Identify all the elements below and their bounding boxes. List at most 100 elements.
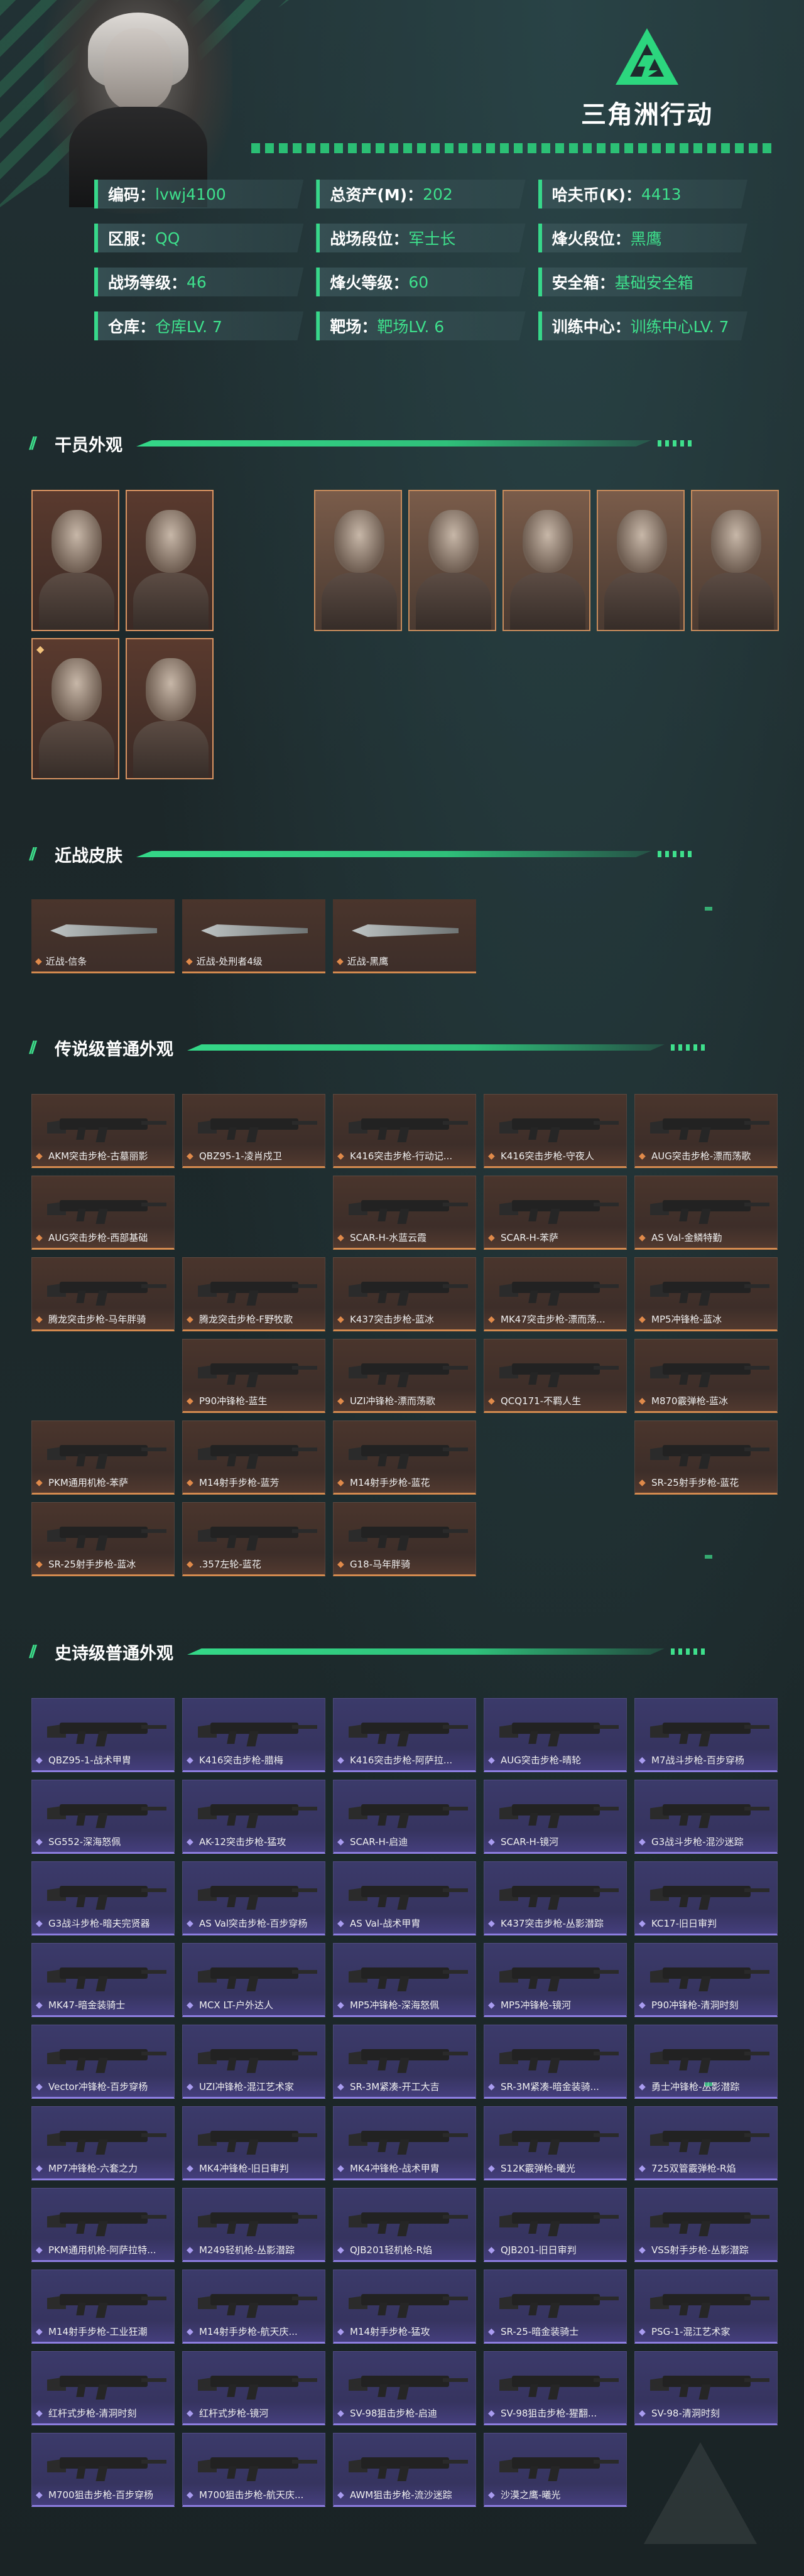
melee-skin-label: 近战-信条 <box>45 956 87 967</box>
weapon-skin-card[interactable]: ◆红杆式步枪-清洞时刻 <box>31 2351 175 2425</box>
weapon-skin-card[interactable]: ◆M14射手步枪-猛攻 <box>333 2270 476 2344</box>
weapon-skin-card[interactable]: ◆PKM通用机枪-阿萨拉特... <box>31 2188 175 2262</box>
weapon-skin-card[interactable]: ◆SR-3M紧凑-暗金装骑... <box>484 2025 627 2099</box>
weapon-skin-card[interactable]: ◆MK4冲锋枪-旧日审判 <box>182 2106 325 2180</box>
weapon-skin-card[interactable]: ◆K416突击步枪-阿萨拉... <box>333 1698 476 1772</box>
weapon-skin-card[interactable]: ◆KC17-旧日审判 <box>634 1861 778 1935</box>
melee-skin-card[interactable]: ◆近战-信条 <box>31 899 175 973</box>
weapon-skin-card[interactable]: ◆MK47-暗金装骑士 <box>31 1943 175 2017</box>
weapon-skin-card[interactable]: ◆SV-98狙击步枪-启迪 <box>333 2351 476 2425</box>
operator-card[interactable] <box>503 490 590 631</box>
weapon-icon <box>349 1194 468 1224</box>
weapon-skin-card[interactable]: ◆SR-3M紧凑-开工大吉 <box>333 2025 476 2099</box>
weapon-skin-card[interactable]: ◆M7战斗步枪-百步穿杨 <box>634 1698 778 1772</box>
weapon-skin-card[interactable]: ◆MP7冲锋枪-六套之力 <box>31 2106 175 2180</box>
weapon-skin-card[interactable]: ◆K437突击步枪-丛影潜踪 <box>484 1861 627 1935</box>
weapon-icon <box>349 1439 468 1469</box>
weapon-skin-card[interactable]: ◆SCAR-H-水蓝云霞 <box>333 1176 476 1250</box>
weapon-skin-card[interactable]: ◆腾龙突击步枪-马年胖骑 <box>31 1257 175 1331</box>
weapon-skin-card[interactable]: ◆M14射手步枪-蓝花 <box>333 1421 476 1495</box>
weapon-skin-card[interactable]: ◆AUG突击步枪-漂而荡歌 <box>634 1094 778 1168</box>
weapon-skin-card[interactable]: ◆QBZ95-1-凌肖戍卫 <box>182 1094 325 1168</box>
operator-card[interactable]: ◆ <box>31 638 119 779</box>
weapon-skin-card[interactable]: ◆M700狙击步枪-航天庆... <box>182 2433 325 2507</box>
weapon-skin-card[interactable]: ◆M249轻机枪-丛影潜踪 <box>182 2188 325 2262</box>
melee-skin-card[interactable]: ◆近战-处刑者4级 <box>182 899 325 973</box>
weapon-skin-card[interactable]: ◆SR-25射手步枪-蓝花 <box>634 1421 778 1495</box>
weapon-icon <box>47 1880 166 1910</box>
operator-card[interactable] <box>126 638 214 779</box>
weapon-skin-card[interactable]: ◆PSG-1-混江艺术家 <box>634 2270 778 2344</box>
operator-card[interactable] <box>31 490 119 631</box>
weapon-skin-card[interactable]: ◆AK-12突击步枪-猛攻 <box>182 1780 325 1854</box>
weapon-skin-card[interactable]: ◆725双管霰弹枪-R焰 <box>634 2106 778 2180</box>
weapon-skin-card[interactable]: ◆SV-98-清洞时刻 <box>634 2351 778 2425</box>
weapon-skin-card[interactable]: ◆AWM狙击步枪-流沙迷踪 <box>333 2433 476 2507</box>
weapon-skin-card[interactable]: ◆K416突击步枪-腊梅 <box>182 1698 325 1772</box>
weapon-skin-card[interactable]: ◆S12K霰弹枪-曦光 <box>484 2106 627 2180</box>
weapon-skin-card[interactable]: ◆M870霰弹枪-蓝冰 <box>634 1339 778 1413</box>
weapon-skin-card[interactable]: ◆QJB201轻机枪-R焰 <box>333 2188 476 2262</box>
weapon-icon <box>349 1880 468 1910</box>
rarity-diamond-icon: ◆ <box>639 1477 646 1488</box>
weapon-skin-card[interactable]: ◆PKM通用机枪-苯萨 <box>31 1421 175 1495</box>
weapon-skin-card[interactable]: ◆MK47突击步枪-漂而荡... <box>484 1257 627 1331</box>
weapon-skin-card[interactable]: ◆MP5冲锋枪-镜河 <box>484 1943 627 2017</box>
weapon-skin-card[interactable]: ◆红杆式步枪-镜河 <box>182 2351 325 2425</box>
weapon-skin-card[interactable]: ◆G3战斗步枪-暗夫完贤器 <box>31 1861 175 1935</box>
stat-row: 区服：QQ 战场段位：军士长 烽火段位：黑鹰 <box>94 224 760 252</box>
weapon-icon <box>349 1798 468 1828</box>
weapon-skin-card[interactable]: ◆QJB201-旧日审判 <box>484 2188 627 2262</box>
weapon-skin-card[interactable]: ◆SR-25射手步枪-蓝冰 <box>31 1502 175 1576</box>
weapon-skin-card[interactable]: ◆G3战斗步枪-混沙迷踪 <box>634 1780 778 1854</box>
weapon-skin-card[interactable]: ◆SCAR-H-启迪 <box>333 1780 476 1854</box>
weapon-icon <box>198 1439 317 1469</box>
weapon-skin-card[interactable]: ◆UZI冲锋枪-漂而荡歌 <box>333 1339 476 1413</box>
weapon-icon <box>198 1275 317 1306</box>
weapon-skin-card[interactable]: ◆M14射手步枪-工业狂潮 <box>31 2270 175 2344</box>
weapon-skin-card[interactable]: ◆K416突击步枪-行动记... <box>333 1094 476 1168</box>
weapon-skin-label: P90冲锋枪-清洞时刻 <box>651 2000 739 2011</box>
weapon-skin-card[interactable]: ◆M700狙击步枪-百步穿杨 <box>31 2433 175 2507</box>
weapon-skin-card[interactable]: ◆VSS射手步枪-丛影潜踪 <box>634 2188 778 2262</box>
weapon-icon <box>47 1112 166 1142</box>
operator-card[interactable] <box>314 490 402 631</box>
weapon-skin-card[interactable]: ◆SR-25-暗金装骑士 <box>484 2270 627 2344</box>
weapon-skin-card[interactable]: ◆MCX LT-户外达人 <box>182 1943 325 2017</box>
operator-card[interactable] <box>126 490 214 631</box>
rarity-diamond-icon: ◆ <box>337 1559 344 1569</box>
weapon-skin-card[interactable]: ◆AS Val-金鳞特勤 <box>634 1176 778 1250</box>
operator-card[interactable] <box>597 490 685 631</box>
weapon-skin-card[interactable]: ◆AS Val-战术甲胄 <box>333 1861 476 1935</box>
weapon-skin-card[interactable]: ◆AS Val突击步枪-百步穿杨 <box>182 1861 325 1935</box>
weapon-skin-card[interactable]: ◆腾龙突击步枪-F野牧歌 <box>182 1257 325 1331</box>
deco-dot <box>705 2082 712 2086</box>
weapon-skin-card[interactable]: ◆M14射手步枪-航天庆... <box>182 2270 325 2344</box>
weapon-skin-card[interactable]: ◆勇士冲锋枪-丛影潜踪 <box>634 2025 778 2099</box>
weapon-skin-card[interactable]: ◆MP5冲锋枪-蓝冰 <box>634 1257 778 1331</box>
operator-card[interactable] <box>408 490 496 631</box>
weapon-skin-card[interactable]: ◆MP5冲锋枪-深海怒佩 <box>333 1943 476 2017</box>
weapon-skin-card[interactable]: ◆M14射手步枪-蓝芳 <box>182 1421 325 1495</box>
melee-skin-card[interactable]: ◆近战-黑鹰 <box>333 899 476 973</box>
weapon-skin-card[interactable]: ◆QBZ95-1-战术甲胄 <box>31 1698 175 1772</box>
weapon-skin-card[interactable]: ◆AKM突击步枪-古墓丽影 <box>31 1094 175 1168</box>
weapon-skin-card[interactable]: ◆SCAR-H-苯萨 <box>484 1176 627 1250</box>
weapon-skin-card[interactable]: ◆SV-98狙击步枪-猩翻... <box>484 2351 627 2425</box>
weapon-skin-card[interactable]: ◆P90冲锋枪-蓝生 <box>182 1339 325 1413</box>
weapon-skin-card[interactable]: ◆QCQ171-不羁人生 <box>484 1339 627 1413</box>
weapon-skin-card[interactable]: ◆G18-马年胖骑 <box>333 1502 476 1576</box>
weapon-skin-card[interactable]: ◆SG552-深海怒佩 <box>31 1780 175 1854</box>
weapon-skin-card[interactable]: ◆SCAR-H-镜河 <box>484 1780 627 1854</box>
weapon-skin-card[interactable]: ◆Vector冲锋枪-百步穿杨 <box>31 2025 175 2099</box>
weapon-skin-card[interactable]: ◆UZI冲锋枪-混江艺术家 <box>182 2025 325 2099</box>
weapon-skin-card[interactable]: ◆.357左轮-蓝花 <box>182 1502 325 1576</box>
weapon-skin-card[interactable]: ◆K416突击步枪-守夜人 <box>484 1094 627 1168</box>
weapon-skin-card[interactable]: ◆AUG突击步枪-西部基础 <box>31 1176 175 1250</box>
weapon-skin-card[interactable]: ◆MK4冲锋枪-战术甲胄 <box>333 2106 476 2180</box>
weapon-skin-card[interactable]: ◆沙漠之鹰-曦光 <box>484 2433 627 2507</box>
weapon-skin-card[interactable]: ◆AUG突击步枪-晴轮 <box>484 1698 627 1772</box>
weapon-skin-card[interactable]: ◆K437突击步枪-蓝冰 <box>333 1257 476 1331</box>
operator-card[interactable] <box>691 490 779 631</box>
weapon-skin-card[interactable]: ◆P90冲锋枪-清洞时刻 <box>634 1943 778 2017</box>
